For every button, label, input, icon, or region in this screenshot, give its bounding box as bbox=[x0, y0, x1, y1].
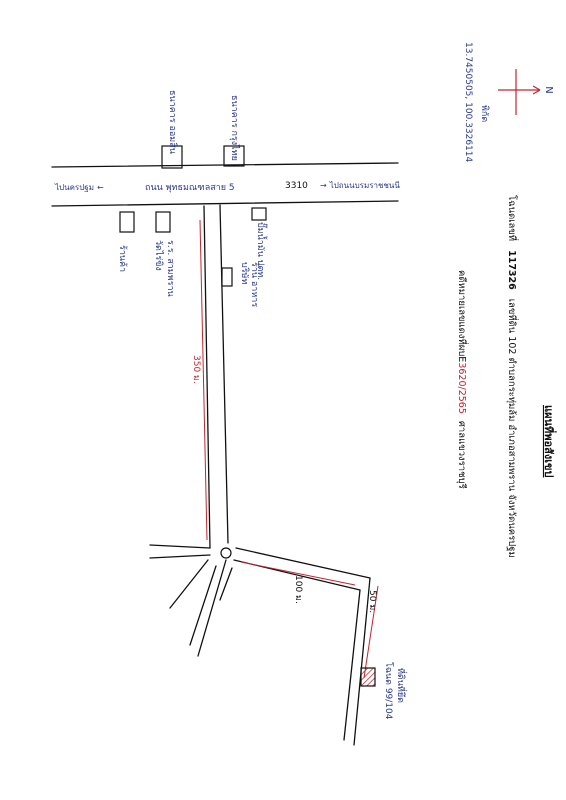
property-sub: โฉนด 99/104 bbox=[383, 662, 394, 720]
landmark-7: ร้านค้า bbox=[117, 245, 128, 272]
landmark-0: ธนาคาร ออมสิน bbox=[167, 90, 178, 154]
landmark-4: วัดไร่ขิง bbox=[153, 240, 164, 271]
roundabout bbox=[149, 544, 371, 657]
coords-label: พิกัด bbox=[479, 105, 490, 122]
header-line-2: คดีหมายเลขแดงที่ผบE3620/2565 ศาลแขวงราชบ… bbox=[456, 270, 469, 489]
landmark-3: ร้าน อาหาร bbox=[249, 262, 260, 307]
road-name: ถนน พุทธมณฑลสาย 5 bbox=[145, 183, 235, 193]
distance-branch-2: 50 ม. bbox=[367, 590, 377, 613]
property-label: ที่ดินที่ยึด bbox=[395, 668, 408, 703]
landmark-6: บริษัท bbox=[239, 262, 250, 284]
property-plot: ที่ดินที่ยึด โฉนด 99/104 bbox=[360, 662, 408, 720]
header-line-1: โฉนดเลขที่ 117326 เลขที่ดิน 102 ตำบลกระท… bbox=[506, 195, 519, 558]
building-company bbox=[221, 267, 233, 287]
landmark-5: ร.ร. สามพราน bbox=[165, 240, 175, 297]
main-road: ถนน พุทธมณฑลสาย 5 3310 ไปนครปฐม← →ไปถนนบ… bbox=[51, 162, 400, 207]
north-arrow-icon: N bbox=[498, 69, 554, 115]
branch-road: 100 ม. 50 ม. bbox=[240, 561, 379, 746]
building-shop bbox=[119, 211, 135, 233]
direction-left: ไปนครปฐม← bbox=[54, 183, 104, 192]
road-number: 3310 bbox=[285, 181, 308, 191]
map-title: แผนที่พอสังเขป bbox=[542, 405, 557, 478]
landmark-2: ปั๊มน้ำมัน ปตท. bbox=[255, 222, 268, 280]
building-bank-2 bbox=[223, 145, 245, 167]
side-road: 350 ม. bbox=[191, 204, 229, 549]
buildings-north: ธนาคาร ออมสิน ธนาคาร กรุงไทย bbox=[161, 90, 245, 169]
direction-right: →ไปถนนบรมราชชนนี bbox=[320, 181, 400, 190]
distance-branch-1: 100 ม. bbox=[293, 575, 303, 604]
coords-value: 13.7450505, 100.3326114 bbox=[463, 42, 473, 163]
building-temple bbox=[155, 211, 171, 233]
distance-main: 350 ม. bbox=[191, 355, 201, 384]
building-gas-station bbox=[251, 207, 267, 221]
north-label: N bbox=[543, 86, 554, 93]
coordinates: พิกัด 13.7450505, 100.3326114 bbox=[463, 42, 490, 163]
header-block: แผนที่พอสังเขป โฉนดเลขที่ 117326 เลขที่ด… bbox=[456, 195, 557, 558]
landmark-1: ธนาคาร กรุงไทย bbox=[229, 95, 240, 161]
buildings-south: ร้านค้า วัดไร่ขิง ร.ร. สามพราน ปั๊มน้ำมั… bbox=[117, 207, 268, 307]
building-bank-1 bbox=[161, 145, 183, 169]
